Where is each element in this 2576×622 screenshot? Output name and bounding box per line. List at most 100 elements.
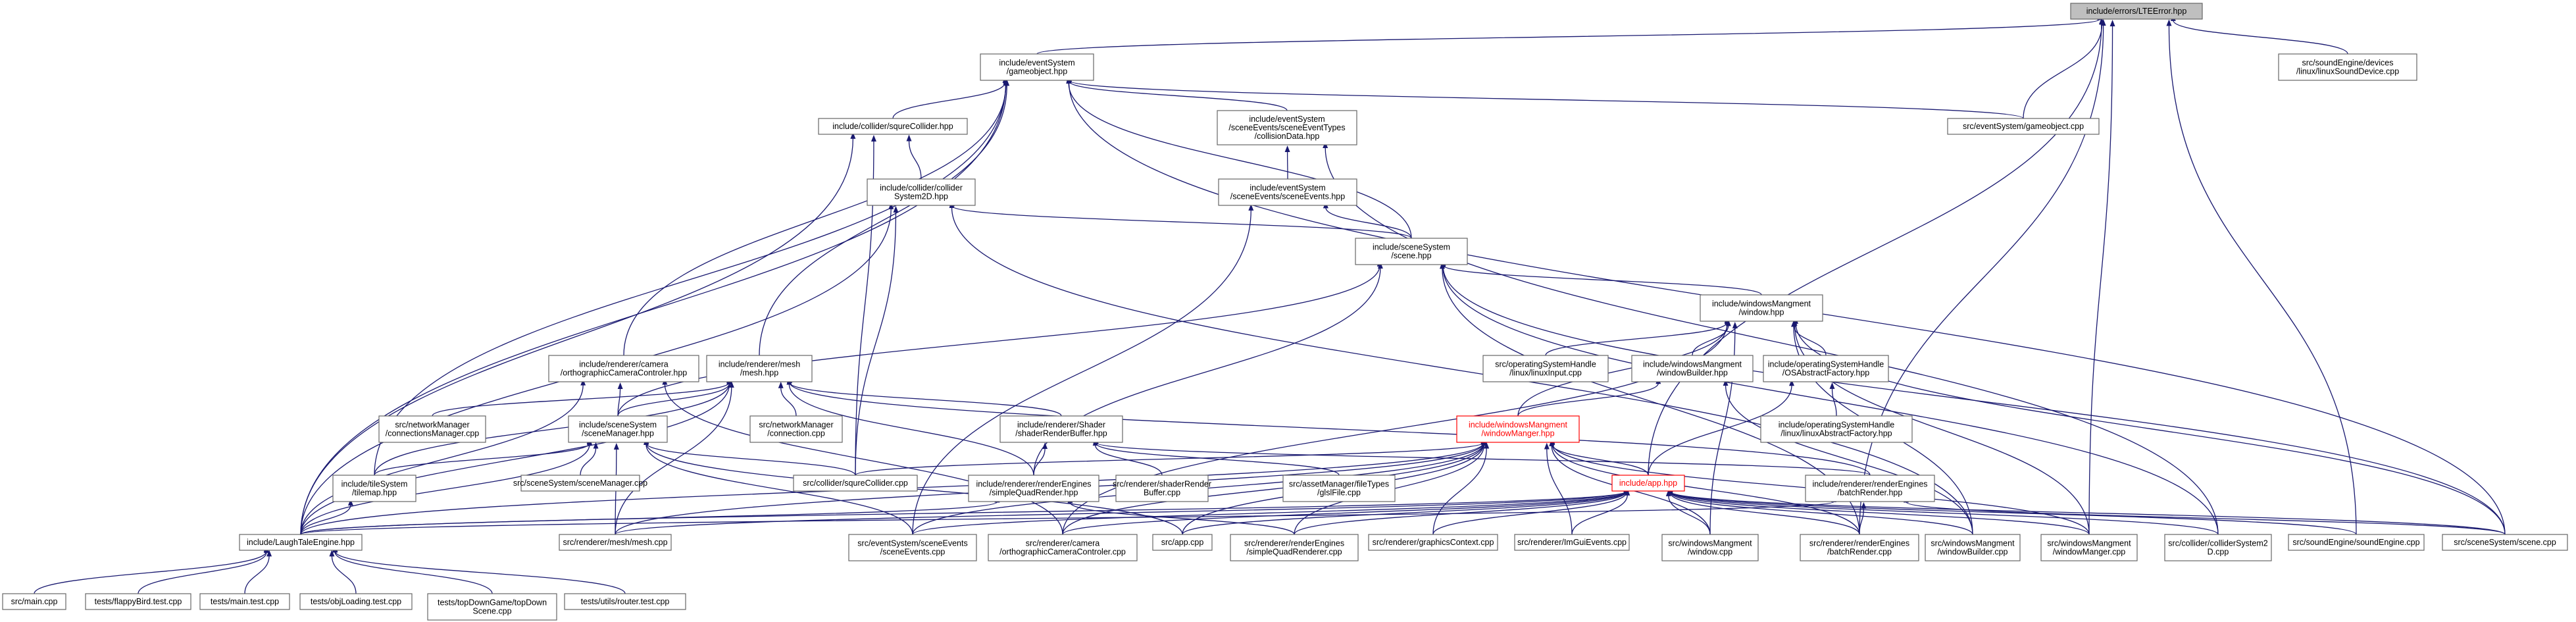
node-label: include/operatingSystemHandle <box>1768 360 1884 369</box>
include-edge <box>374 437 592 476</box>
graph-node-app-hpp[interactable]: include/app.hpp <box>1611 475 1685 492</box>
node-label: /window.hpp <box>1739 308 1784 317</box>
node-label: /windowBuilder.cpp <box>1937 548 2008 557</box>
include-edge <box>617 382 623 417</box>
graph-node-scene-manager-cpp[interactable]: src/sceneSystem/sceneManager.cpp <box>513 475 647 492</box>
node-box <box>1217 110 1357 145</box>
graph-node-ortho-cam-hpp[interactable]: include/renderer/camera/orthographicCame… <box>548 355 699 382</box>
graph-node-gameobject-cpp[interactable]: src/eventSystem/gameobject.cpp <box>1947 118 2100 135</box>
graph-node-window-cpp[interactable]: src/windowsMangment/window.cpp <box>1661 534 1759 561</box>
node-box <box>1282 475 1396 502</box>
graph-node-squre-collider-cpp[interactable]: src/collider/squreCollider.cpp <box>793 475 918 492</box>
node-label: src/networkManager <box>759 421 833 430</box>
node-label: include/eventSystem <box>1250 184 1325 193</box>
graph-node-scene-hpp[interactable]: include/sceneSystem/scene.hpp <box>1355 238 1468 265</box>
graph-node-scene-events-cpp[interactable]: src/eventSystem/sceneEvents/sceneEvents.… <box>848 534 977 561</box>
graph-node-linux-abstract[interactable]: include/operatingSystemHandle/linux/linu… <box>1760 415 1913 443</box>
include-edge <box>332 545 626 594</box>
graph-node-window-manager-hpp[interactable]: include/windowsMangment/windowManger.hpp <box>1456 415 1580 443</box>
include-edge <box>2088 19 2115 535</box>
node-label: /batchRender.hpp <box>1838 488 1903 498</box>
graph-node-main-cpp[interactable]: src/main.cpp <box>2 593 66 610</box>
graph-node-mesh-cpp[interactable]: src/renderer/mesh/mesh.cpp <box>559 534 672 551</box>
graph-node-scene-manager-hpp[interactable]: include/sceneSystem/sceneManager.hpp <box>568 415 668 443</box>
graph-node-gameobject-hpp[interactable]: include/eventSystem/gameobject.hpp <box>980 53 1094 81</box>
graph-node-conn-mgr[interactable]: src/networkManager/connectionsManager.cp… <box>378 415 486 443</box>
node-box <box>1218 178 1357 206</box>
graph-node-osabstract[interactable]: include/operatingSystemHandle/OSAbstract… <box>1763 355 1889 382</box>
graph-node-main-test[interactable]: tests/main.test.cpp <box>199 593 290 610</box>
graph-node-window-hpp[interactable]: include/windowsMangment/window.hpp <box>1700 294 1823 322</box>
node-label: src/soundEngine/soundEngine.cpp <box>2292 538 2419 547</box>
graph-node-linux-input[interactable]: src/operatingSystemHandle/linux/linuxInp… <box>1482 355 1609 382</box>
edge-layer <box>34 13 2506 594</box>
graph-node-router[interactable]: tests/utils/router.test.cpp <box>564 593 686 610</box>
graph-node-mesh-hpp[interactable]: include/renderer/mesh/mesh.hpp <box>706 355 813 382</box>
graph-node-flappy[interactable]: tests/flappyBird.test.cpp <box>85 593 191 610</box>
node-label: src/renderer/mesh/mesh.cpp <box>563 538 667 547</box>
graph-node-tilemap[interactable]: include/tileSystem/tilemap.hpp <box>332 475 417 502</box>
node-label: /window.cpp <box>1688 548 1732 557</box>
include-edge <box>1323 141 2219 535</box>
node-label: /tilemap.hpp <box>352 488 397 498</box>
include-edge <box>1066 77 1412 239</box>
graph-node-glsl-file[interactable]: src/assetManager/fileTypes/glslFile.cpp <box>1282 475 1396 502</box>
graph-node-window-manger-cpp[interactable]: src/windowsMangment/windowManger.cpp <box>2040 534 2138 561</box>
include-edge <box>1667 486 1973 535</box>
graph-node-sound-engine-cpp[interactable]: src/soundEngine/soundEngine.cpp <box>2288 534 2425 551</box>
node-label: /collisionData.hpp <box>1255 132 1320 141</box>
node-label: tests/topDownGame/topDown <box>438 598 547 608</box>
graph-node-shader-rbcpp[interactable]: src/renderer/shaderRenderBuffer.cpp <box>1113 475 1211 502</box>
include-edge <box>1517 377 1661 417</box>
include-edge <box>1067 74 2024 119</box>
node-label: include/collider/squreCollider.hpp <box>832 122 953 131</box>
graph-node-laugh-tale[interactable]: include/LaughTaleEngine.hpp <box>239 534 363 551</box>
include-edge <box>892 76 1008 119</box>
graph-node-shader-rb[interactable]: include/renderer/Shader/shaderRenderBuff… <box>999 415 1123 443</box>
node-label: /connection.cpp <box>767 429 825 438</box>
graph-node-ortho-cam-cpp[interactable]: src/renderer/camera/orthographicCameraCo… <box>988 534 1138 561</box>
node-box <box>988 534 1138 561</box>
node-label: src/sceneSystem/scene.cpp <box>2454 538 2556 547</box>
graph-node-simple-quad-cpp[interactable]: src/renderer/renderEngines/simpleQuadRen… <box>1230 534 1359 561</box>
graph-node-linux-sound[interactable]: src/soundEngine/devices/linux/linuxSound… <box>2278 53 2417 81</box>
node-box <box>299 593 413 610</box>
graph-node-connection[interactable]: src/networkManager/connection.cpp <box>749 415 843 443</box>
node-label: tests/objLoading.test.cpp <box>311 597 401 606</box>
include-edge <box>300 485 1629 535</box>
graph-node-scene-cpp[interactable]: src/sceneSystem/scene.cpp <box>2442 534 2568 551</box>
graph-node-im-gui[interactable]: src/renderer/ImGuiEvents.cpp <box>1514 534 1630 551</box>
include-edge <box>1667 486 1860 535</box>
node-label: src/networkManager <box>395 421 469 430</box>
graph-node-collision-data[interactable]: include/eventSystem/sceneEvents/sceneEve… <box>1217 110 1357 145</box>
node-label: include/app.hpp <box>1619 479 1677 488</box>
node-label: include/sceneSystem <box>579 421 657 430</box>
node-label: include/renderer/camera <box>579 360 669 369</box>
node-label: src/main.cpp <box>11 597 58 606</box>
graph-node-lteerror[interactable]: include/errors/LTEError.hpp <box>2070 3 2203 20</box>
graph-node-obj-loading[interactable]: tests/objLoading.test.cpp <box>299 593 413 610</box>
graph-node-app-cpp[interactable]: src/app.cpp <box>1152 534 1213 551</box>
include-edge <box>786 378 1034 476</box>
include-edge <box>1093 436 1871 476</box>
graph-node-scene-events-hpp[interactable]: include/eventSystem/sceneEvents/sceneEve… <box>1218 178 1357 206</box>
graph-node-batch-render-hpp[interactable]: include/renderer/renderEngines/batchRend… <box>1805 475 1935 502</box>
include-edge <box>300 438 592 535</box>
graph-node-window-builder-hpp[interactable]: include/windowsMangment/windowBuilder.hp… <box>1631 355 1754 382</box>
include-edge <box>300 378 732 535</box>
graph-node-window-builder-cpp[interactable]: src/windowsMangment/windowBuilder.cpp <box>1925 534 2021 561</box>
graph-node-squre-collider-hpp[interactable]: include/collider/squreCollider.hpp <box>818 118 968 135</box>
node-label: /sceneManager.hpp <box>582 429 654 438</box>
node-box <box>1115 475 1209 502</box>
graph-node-graphics-ctx[interactable]: src/renderer/graphicsContext.cpp <box>1368 534 1498 551</box>
graph-node-simple-quad-hpp[interactable]: include/renderer/renderEngines/simpleQua… <box>968 475 1099 502</box>
include-edge <box>1667 485 2357 535</box>
node-box <box>2164 534 2272 561</box>
include-edge <box>2166 19 2357 535</box>
include-edge <box>662 378 1063 535</box>
node-box <box>818 118 968 135</box>
graph-node-batch-render-cpp[interactable]: src/renderer/renderEngines/batchRender.c… <box>1800 534 1919 561</box>
